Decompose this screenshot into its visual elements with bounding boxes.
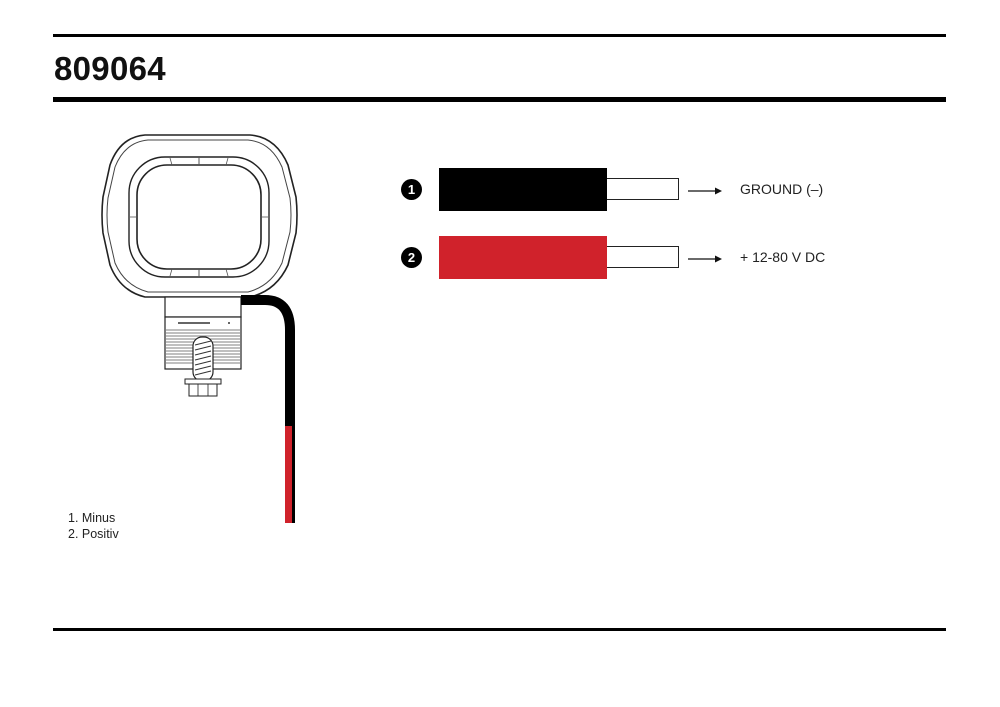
work-light-icon	[100, 125, 320, 535]
wire-conductor	[607, 246, 679, 268]
wire-insulation-red	[439, 236, 607, 279]
title-underline-rule	[53, 97, 946, 102]
wire-insulation-black	[439, 168, 607, 211]
legend-item-minus: 1. Minus	[68, 511, 116, 525]
wire-label-positive: + 12-80 V DC	[740, 249, 826, 265]
bottom-rule	[53, 628, 946, 631]
numbered-circle-icon: 1	[401, 179, 422, 200]
page-title: 809064	[54, 50, 166, 87]
arrow-right-icon	[688, 255, 722, 263]
numbered-circle-icon: 2	[401, 247, 422, 268]
wire-row-positive: 2 + 12-80 V DC	[400, 236, 860, 280]
legend-item-positive: 2. Positiv	[68, 527, 119, 541]
arrow-right-icon	[688, 187, 722, 195]
top-rule	[53, 34, 946, 37]
wire-legend: 1. Minus 2. Positiv	[68, 510, 119, 542]
wire-row-ground: 1 GROUND (–)	[400, 168, 860, 212]
wire-conductor	[607, 178, 679, 200]
wire-label-ground: GROUND (–)	[740, 181, 824, 197]
